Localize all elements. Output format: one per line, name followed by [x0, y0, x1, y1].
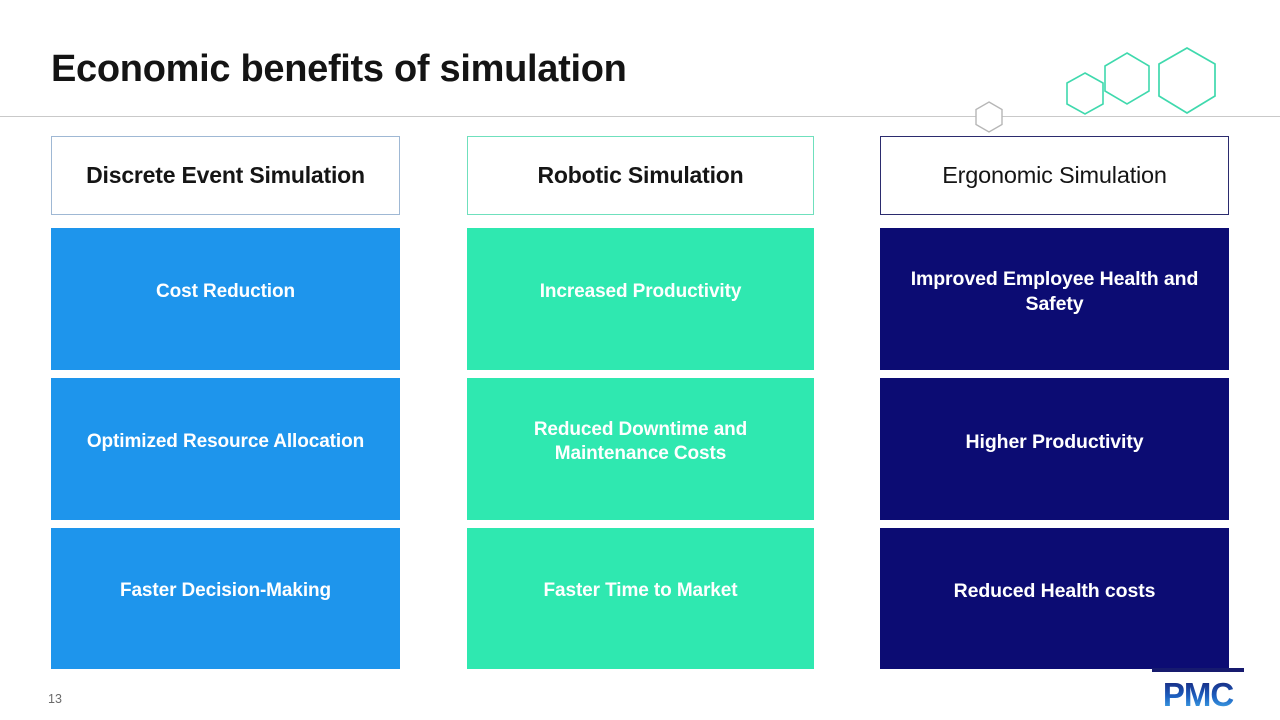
divider-hexagon-icon — [975, 101, 1003, 133]
benefit-card[interactable]: Reduced Health costs — [880, 528, 1229, 669]
benefit-card[interactable]: Faster Time to Market — [467, 528, 814, 669]
column-header-ergonomic-simulation[interactable]: Ergonomic Simulation — [880, 136, 1229, 215]
column-header-robotic-simulation[interactable]: Robotic Simulation — [467, 136, 814, 215]
column-header-label: Robotic Simulation — [537, 162, 744, 189]
benefit-card[interactable]: Faster Decision-Making — [51, 528, 400, 669]
page-number: 13 — [48, 692, 62, 706]
benefit-label: Optimized Resource Allocation — [86, 430, 365, 452]
benefit-label: Improved Employee Health and Safety — [910, 268, 1199, 315]
benefit-card[interactable]: Increased Productivity — [467, 228, 814, 370]
benefits-grid: Discrete Event Simulation Cost Reduction… — [51, 136, 1229, 669]
benefit-label: Faster Time to Market — [543, 580, 738, 602]
column-robotic-simulation: Robotic Simulation Increased Productivit… — [467, 136, 814, 669]
decorative-hexagons-icon — [1066, 47, 1216, 115]
pmc-logo: PMC — [1152, 668, 1244, 712]
benefit-label: Faster Decision-Making — [119, 580, 332, 602]
benefit-card[interactable]: Reduced Downtime and Maintenance Costs — [467, 378, 814, 520]
benefit-card[interactable]: Higher Productivity — [880, 378, 1229, 520]
benefit-card[interactable]: Improved Employee Health and Safety — [880, 228, 1229, 370]
column-ergonomic-simulation: Ergonomic Simulation Improved Employee H… — [880, 136, 1229, 669]
benefit-label: Increased Productivity — [539, 280, 742, 302]
page-title: Economic benefits of simulation — [51, 48, 627, 90]
benefit-label: Reduced Health costs — [953, 580, 1156, 603]
column-header-discrete-event-simulation[interactable]: Discrete Event Simulation — [51, 136, 400, 215]
benefit-label: Reduced Downtime and Maintenance Costs — [533, 418, 748, 464]
benefit-label: Cost Reduction — [156, 280, 295, 302]
column-header-label: Ergonomic Simulation — [942, 162, 1167, 189]
benefit-card[interactable]: Cost Reduction — [51, 228, 400, 370]
benefit-label: Higher Productivity — [965, 430, 1144, 453]
svg-text:PMC: PMC — [1163, 676, 1234, 712]
column-discrete-event-simulation: Discrete Event Simulation Cost Reduction… — [51, 136, 400, 669]
column-header-label: Discrete Event Simulation — [86, 162, 365, 189]
benefit-card[interactable]: Optimized Resource Allocation — [51, 378, 400, 520]
header-divider — [0, 116, 1280, 117]
